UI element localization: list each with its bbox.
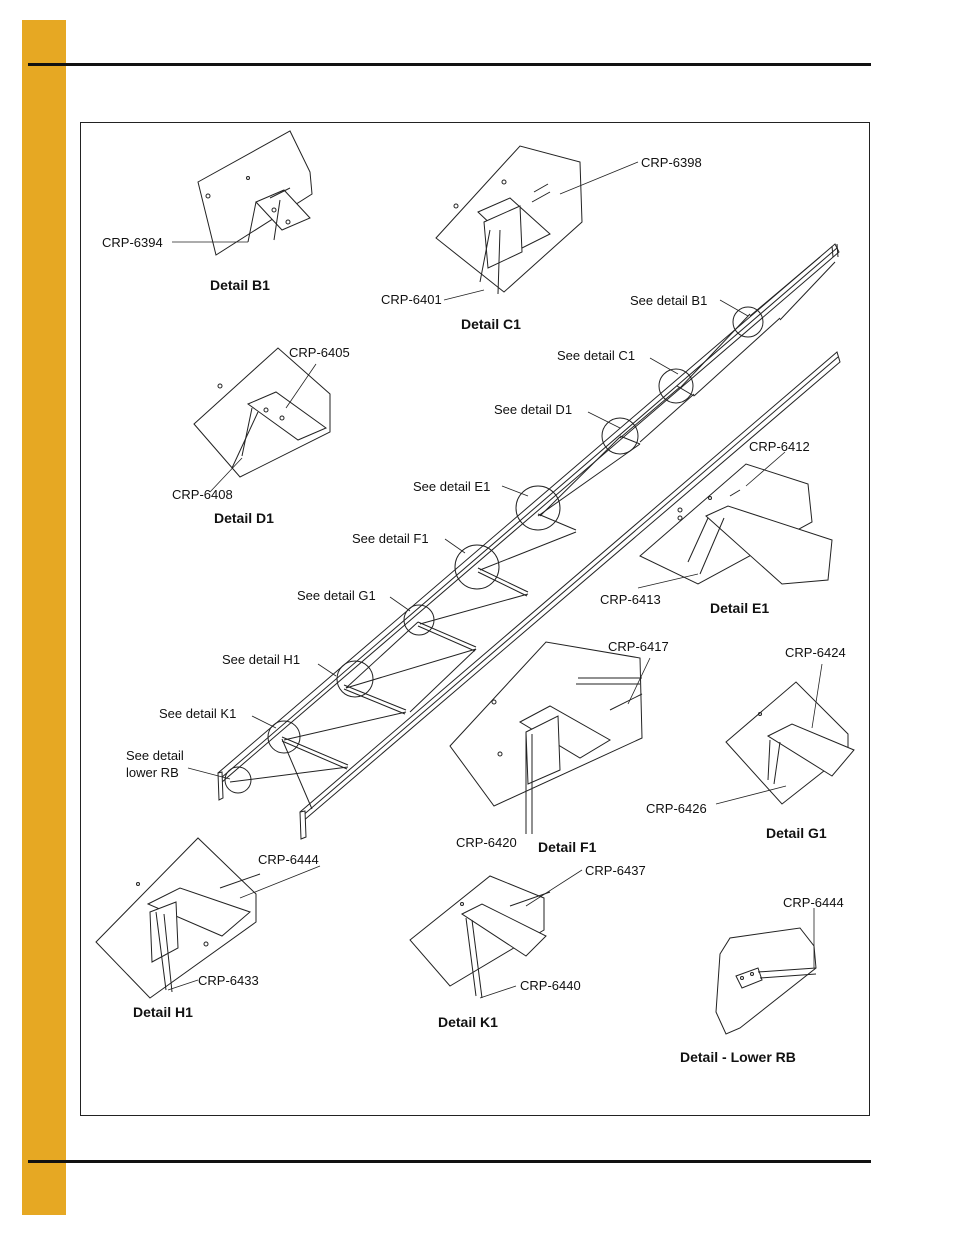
title-detail-h1: Detail H1	[133, 1004, 193, 1020]
callout-see-detail-b1: See detail B1	[630, 293, 708, 308]
footer-rule	[28, 1160, 871, 1163]
detail-k1-drawing	[409, 875, 551, 999]
diagram-frame: CRP-6394 CRP-6398 CRP-6401 CRP-6405 CRP-…	[80, 122, 870, 1116]
detail-b1-drawing	[197, 130, 313, 256]
detail-e1-drawing	[639, 463, 833, 585]
detail-g1-drawing	[725, 681, 855, 805]
part-label-crp-6408: CRP-6408	[172, 487, 233, 502]
detail-h1-drawing	[95, 837, 261, 999]
title-detail-d1: Detail D1	[214, 510, 274, 526]
callout-see-detail-h1: See detail H1	[222, 652, 301, 667]
callout-see-detail-f1: See detail F1	[352, 531, 429, 546]
title-detail-e1: Detail E1	[710, 600, 770, 616]
leader-lines	[167, 161, 823, 999]
title-detail-k1: Detail K1	[438, 1014, 498, 1030]
part-label-crp-6424: CRP-6424	[785, 645, 846, 660]
part-label-crp-6444-lower-rb: CRP-6444	[783, 895, 844, 910]
part-label-crp-6444: CRP-6444	[258, 852, 319, 867]
callout-see-detail-lower-rb-line2: lower RB	[126, 765, 179, 780]
part-label-crp-6433: CRP-6433	[198, 973, 259, 988]
title-detail-b1: Detail B1	[210, 277, 270, 293]
callout-see-detail-lower-rb-line1: See detail	[126, 748, 184, 763]
detail-d1-drawing	[193, 347, 331, 478]
title-detail-g1: Detail G1	[766, 825, 827, 841]
title-detail-f1: Detail F1	[538, 839, 597, 855]
part-label-crp-6394: CRP-6394	[102, 235, 163, 250]
callout-see-detail-c1: See detail C1	[557, 348, 636, 363]
part-label-crp-6417: CRP-6417	[608, 639, 669, 654]
side-color-bar	[22, 20, 66, 1215]
part-label-crp-6420: CRP-6420	[456, 835, 517, 850]
part-label-crp-6413: CRP-6413	[600, 592, 661, 607]
part-label-crp-6398: CRP-6398	[641, 155, 702, 170]
callout-see-detail-d1: See detail D1	[494, 402, 573, 417]
part-label-crp-6412: CRP-6412	[749, 439, 810, 454]
main-rafter-truss	[217, 243, 841, 840]
part-label-crp-6437: CRP-6437	[585, 863, 646, 878]
callout-see-detail-k1: See detail K1	[159, 706, 237, 721]
detail-lower-rb-drawing	[715, 927, 817, 1035]
title-detail-lower-rb: Detail - Lower RB	[680, 1049, 796, 1065]
detail-f1-drawing	[449, 641, 643, 834]
rafter-assembly-drawing	[80, 122, 870, 1116]
part-label-crp-6401: CRP-6401	[381, 292, 442, 307]
callout-see-detail-g1: See detail G1	[297, 588, 376, 603]
title-detail-c1: Detail C1	[461, 316, 521, 332]
header-rule	[28, 63, 871, 66]
detail-c1-drawing	[435, 145, 583, 295]
part-label-crp-6405: CRP-6405	[289, 345, 350, 360]
callout-see-detail-e1: See detail E1	[413, 479, 491, 494]
part-label-crp-6426: CRP-6426	[646, 801, 707, 816]
part-label-crp-6440: CRP-6440	[520, 978, 581, 993]
